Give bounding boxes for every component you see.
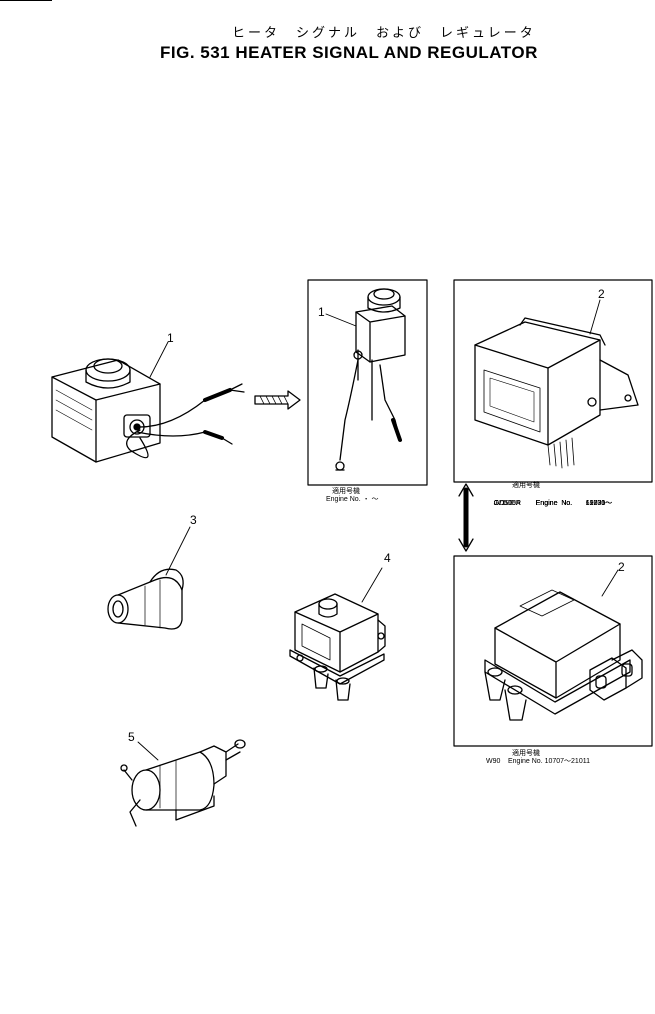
page-edge-line	[0, 0, 52, 1]
detail-frame-2	[453, 279, 653, 483]
relay-part	[289, 567, 386, 701]
alternative-arrow	[458, 483, 474, 552]
regulator-early-type	[474, 299, 639, 469]
regulator-later-type	[484, 569, 643, 721]
applicability-1-engine-no: Engine No. ・ ～	[326, 496, 379, 503]
rubber-cap-part	[107, 526, 191, 630]
detail-frame-3	[453, 555, 653, 747]
assembly-arrow	[254, 390, 301, 410]
callout-1-assembled: 1	[318, 305, 325, 319]
applicability-3-heading: 適用号機	[512, 750, 540, 757]
callout-2-upper: 2	[598, 287, 605, 301]
heater-signal-assembled	[325, 288, 406, 471]
detail-frame-1	[307, 279, 428, 486]
callout-5: 5	[128, 730, 135, 744]
applicability-2-heading: 適用号機	[512, 482, 540, 489]
figure-title: FIG. 531 HEATER SIGNAL AND REGULATOR	[160, 43, 538, 62]
title-japanese: ヒータ シグナル および レギュレータ	[232, 25, 536, 40]
heater-signal-exploded	[51, 341, 245, 463]
solenoid-part	[120, 739, 246, 827]
callout-1-exploded: 1	[167, 331, 174, 345]
callout-3: 3	[190, 513, 197, 527]
callout-2-lower: 2	[618, 560, 625, 574]
callout-4: 4	[384, 551, 391, 565]
applicability-1-heading: 適用号機	[332, 488, 360, 495]
